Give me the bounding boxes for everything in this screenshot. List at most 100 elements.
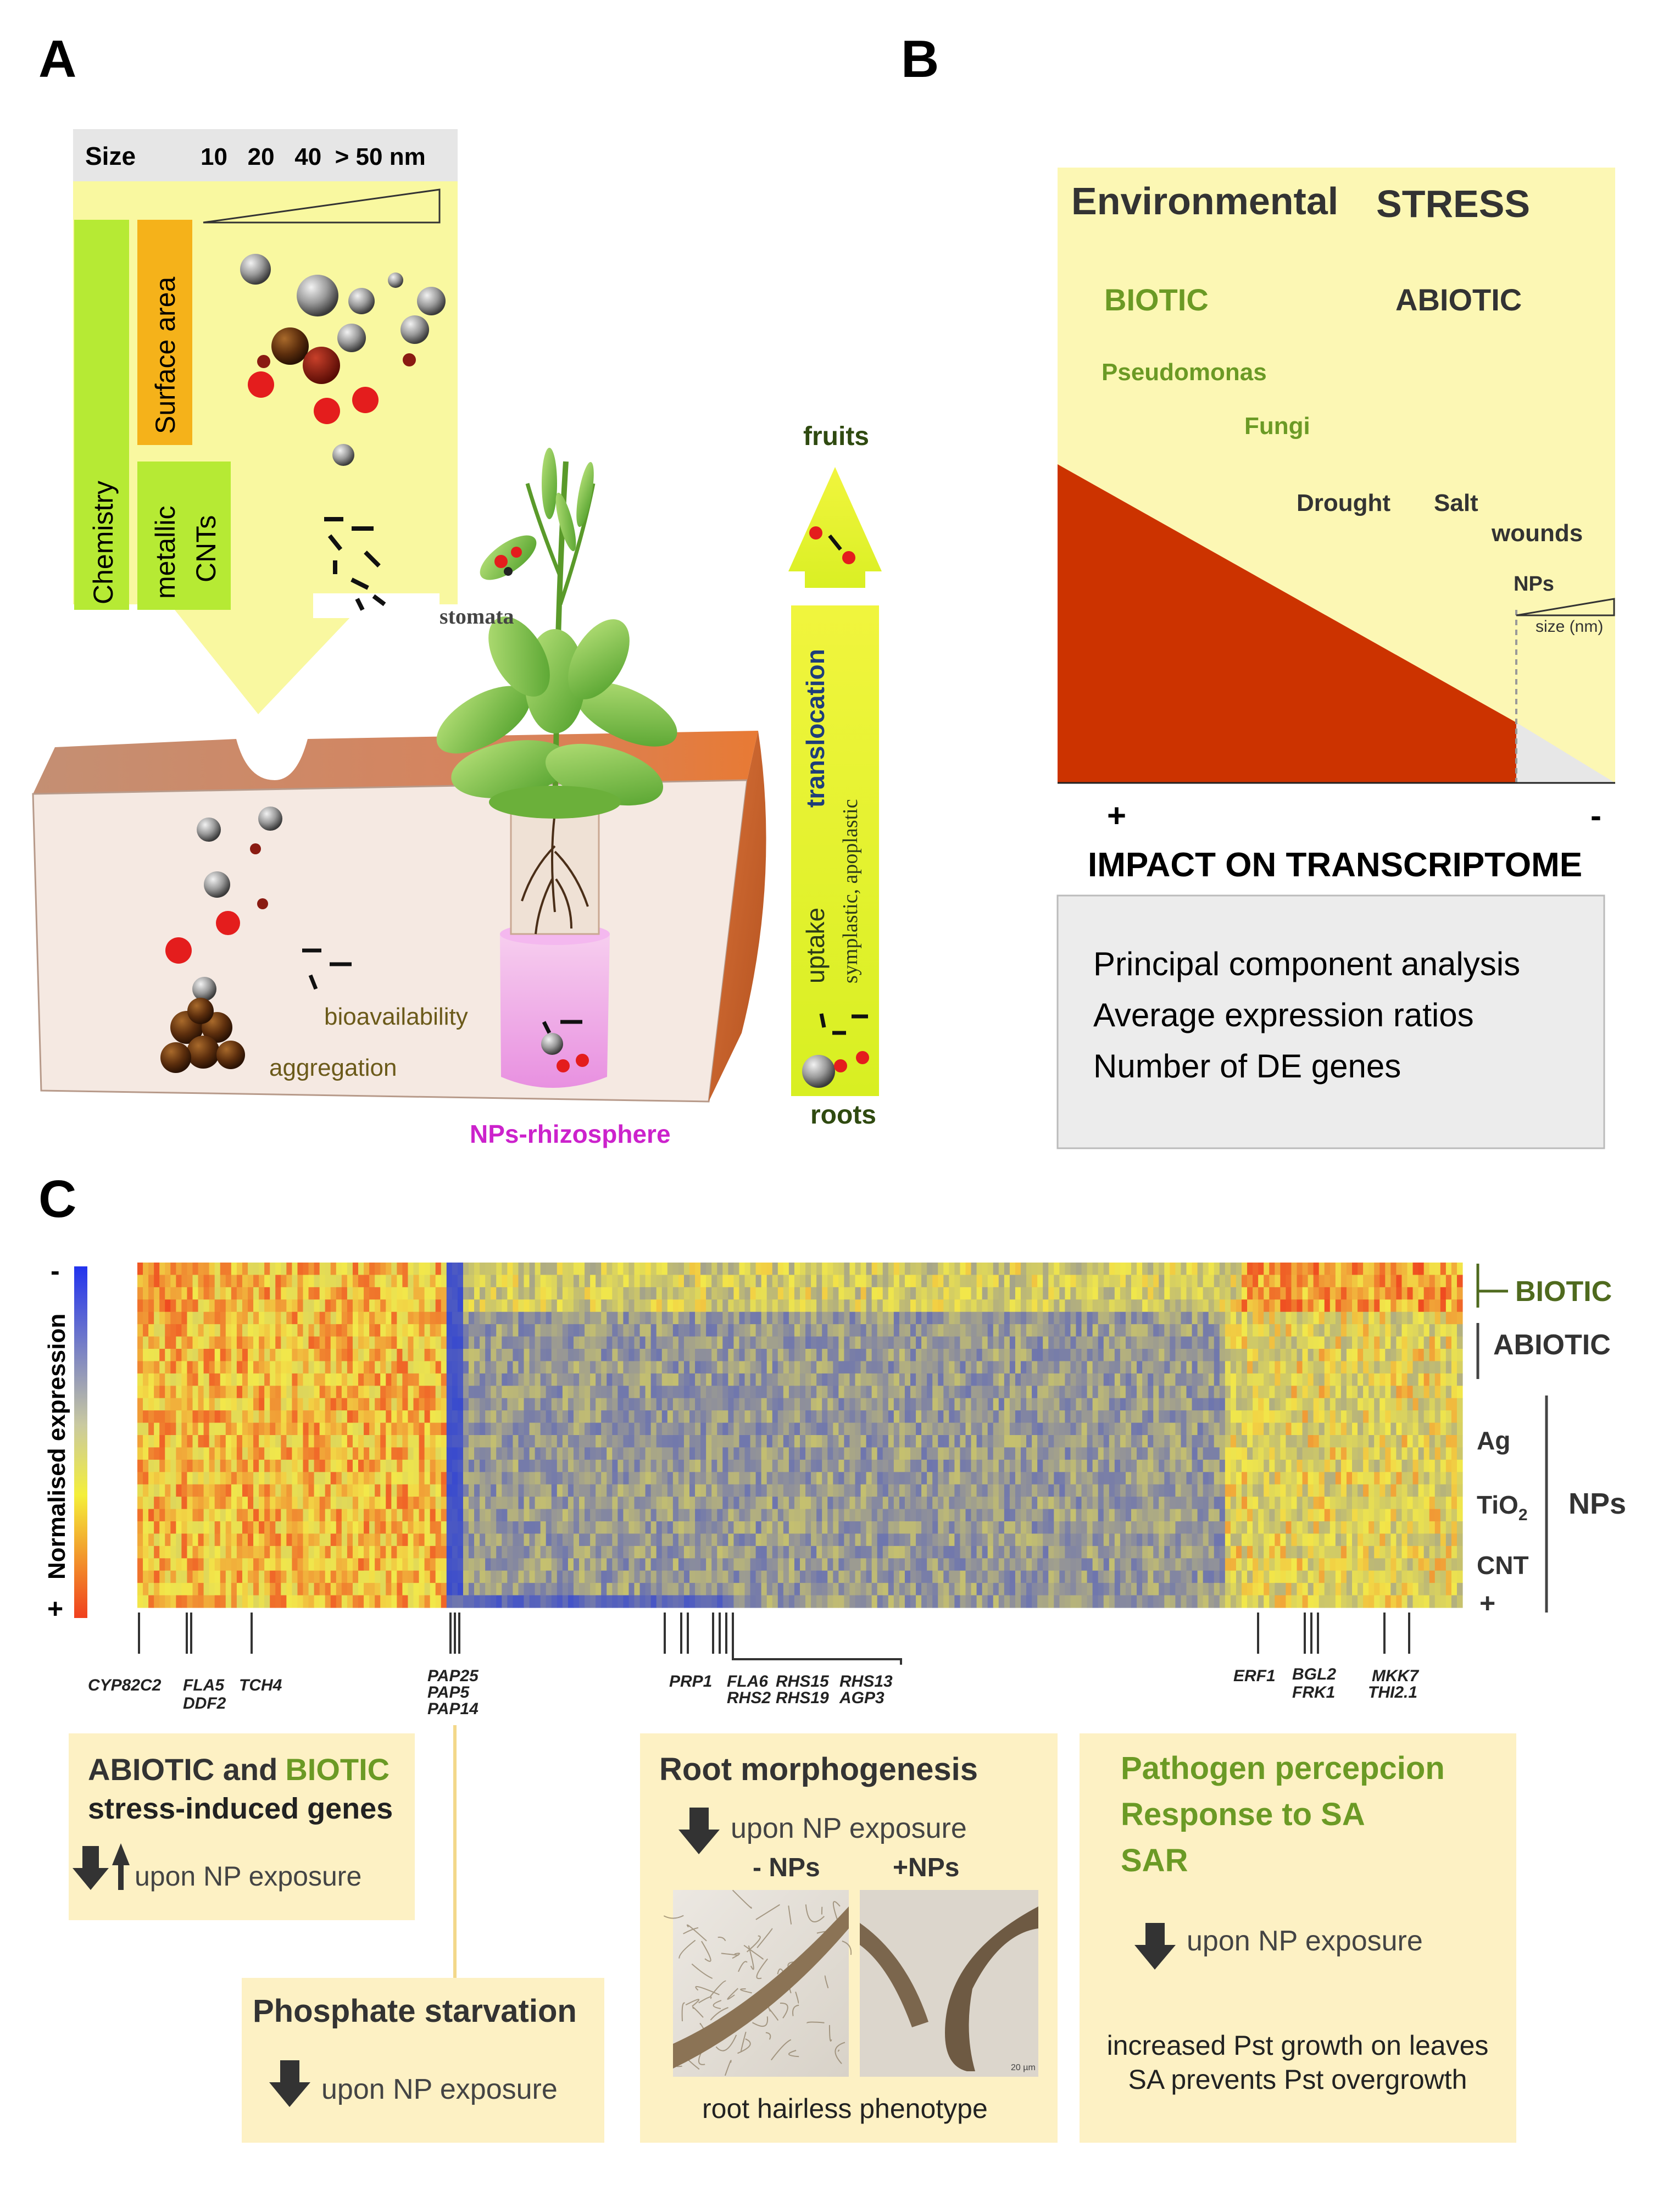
size-nm-label: size (nm)	[1536, 618, 1603, 636]
heatmap-cell	[590, 1398, 596, 1411]
heatmap-cell	[502, 1361, 508, 1374]
heatmap-cell	[667, 1595, 674, 1608]
heatmap-cell	[783, 1521, 789, 1534]
heatmap-cell	[513, 1533, 519, 1547]
heatmap-cell	[286, 1459, 292, 1472]
heatmap-cell	[1037, 1497, 1043, 1510]
heatmap-cell	[341, 1497, 348, 1510]
heatmap-cell	[341, 1275, 348, 1288]
heatmap-cell	[849, 1583, 856, 1596]
heatmap-cell	[430, 1459, 436, 1472]
heatmap-cell	[1065, 1324, 1071, 1337]
heatmap-cell	[330, 1410, 337, 1424]
heatmap-cell	[214, 1472, 221, 1485]
heatmap-cell	[971, 1299, 977, 1313]
heatmap-cell	[788, 1447, 795, 1460]
heatmap-cell	[683, 1263, 690, 1276]
heatmap-cell	[971, 1398, 977, 1411]
heatmap-cell	[452, 1435, 458, 1448]
heatmap-cell	[507, 1497, 513, 1510]
heatmap-cell	[777, 1558, 784, 1571]
heatmap-cell	[590, 1287, 596, 1300]
heatmap-cell	[855, 1570, 861, 1583]
heatmap-cell	[143, 1299, 149, 1313]
heatmap-cell	[336, 1410, 342, 1424]
heatmap-cell	[728, 1398, 734, 1411]
heatmap-cell	[866, 1336, 872, 1349]
heatmap-cell	[148, 1497, 154, 1510]
heatmap-cell	[540, 1435, 547, 1448]
heatmap-cell	[551, 1570, 558, 1583]
heatmap-cell	[805, 1435, 811, 1448]
heatmap-cell	[446, 1422, 453, 1436]
heatmap-cell	[220, 1324, 226, 1337]
heatmap-cell	[849, 1558, 856, 1571]
heatmap-cell	[402, 1263, 409, 1276]
heatmap-cell	[871, 1263, 878, 1276]
heatmap-cell	[1009, 1472, 1016, 1485]
heatmap-cell	[893, 1497, 900, 1510]
heatmap-cell	[893, 1583, 900, 1596]
heatmap-cell	[264, 1459, 270, 1472]
heatmap-cell	[253, 1361, 259, 1374]
heatmap-cell	[551, 1410, 558, 1424]
heatmap-cell	[954, 1583, 961, 1596]
heatmap-cell	[866, 1558, 872, 1571]
heatmap-cell	[551, 1311, 558, 1325]
heatmap-cell	[607, 1583, 613, 1596]
heatmap-cell	[1015, 1484, 1021, 1497]
heatmap-cell	[893, 1435, 900, 1448]
heatmap-cell	[303, 1386, 309, 1399]
heatmap-cell	[993, 1361, 999, 1374]
heatmap-cell	[358, 1558, 364, 1571]
heatmap-cell	[1054, 1472, 1060, 1485]
heatmap-cell	[352, 1398, 359, 1411]
heatmap-cell	[755, 1484, 762, 1497]
heatmap-cell	[706, 1472, 712, 1485]
heatmap-cell	[502, 1472, 508, 1485]
heatmap-cell	[535, 1435, 541, 1448]
heatmap-cell	[596, 1373, 602, 1386]
heatmap-cell	[391, 1497, 397, 1510]
heatmap-cell	[585, 1299, 591, 1313]
heatmap-cell	[275, 1373, 281, 1386]
heatmap-cell	[413, 1484, 420, 1497]
heatmap-cell	[766, 1398, 773, 1411]
heatmap-cell	[457, 1447, 464, 1460]
heatmap-cell	[949, 1583, 955, 1596]
heatmap-cell	[259, 1595, 265, 1608]
heatmap-cell	[816, 1570, 822, 1583]
heatmap-cell	[474, 1422, 480, 1436]
heatmap-cell	[585, 1459, 591, 1472]
heatmap-cell	[369, 1459, 375, 1472]
heatmap-cell	[706, 1595, 712, 1608]
heatmap-cell	[551, 1275, 558, 1288]
heatmap-cell	[1021, 1521, 1027, 1534]
heatmap-cell	[441, 1410, 447, 1424]
heatmap-cell	[507, 1583, 513, 1596]
heatmap-cell	[871, 1545, 878, 1559]
heatmap-cell	[927, 1533, 933, 1547]
heatmap-cell	[452, 1311, 458, 1325]
heatmap-cell	[408, 1275, 414, 1288]
heatmap-cell	[319, 1263, 326, 1276]
heatmap-cell	[976, 1472, 983, 1485]
heatmap-cell	[1059, 1570, 1065, 1583]
heatmap-cell	[1009, 1422, 1016, 1436]
heatmap-cell	[562, 1299, 569, 1313]
heatmap-cell	[888, 1459, 894, 1472]
heatmap-cell	[535, 1398, 541, 1411]
heatmap-cell	[330, 1595, 337, 1608]
heatmap-cell	[364, 1435, 370, 1448]
heatmap-cell	[661, 1521, 668, 1534]
heatmap-cell	[518, 1361, 525, 1374]
heatmap-cell	[253, 1570, 259, 1583]
heatmap-cell	[551, 1287, 558, 1300]
heatmap-cell	[308, 1533, 315, 1547]
heatmap-cell	[1004, 1509, 1010, 1522]
heatmap-cell	[573, 1459, 580, 1472]
heatmap-cell	[369, 1275, 375, 1288]
heatmap-cell	[733, 1361, 740, 1374]
heatmap-cell	[1009, 1349, 1016, 1362]
heatmap-cell	[435, 1459, 442, 1472]
